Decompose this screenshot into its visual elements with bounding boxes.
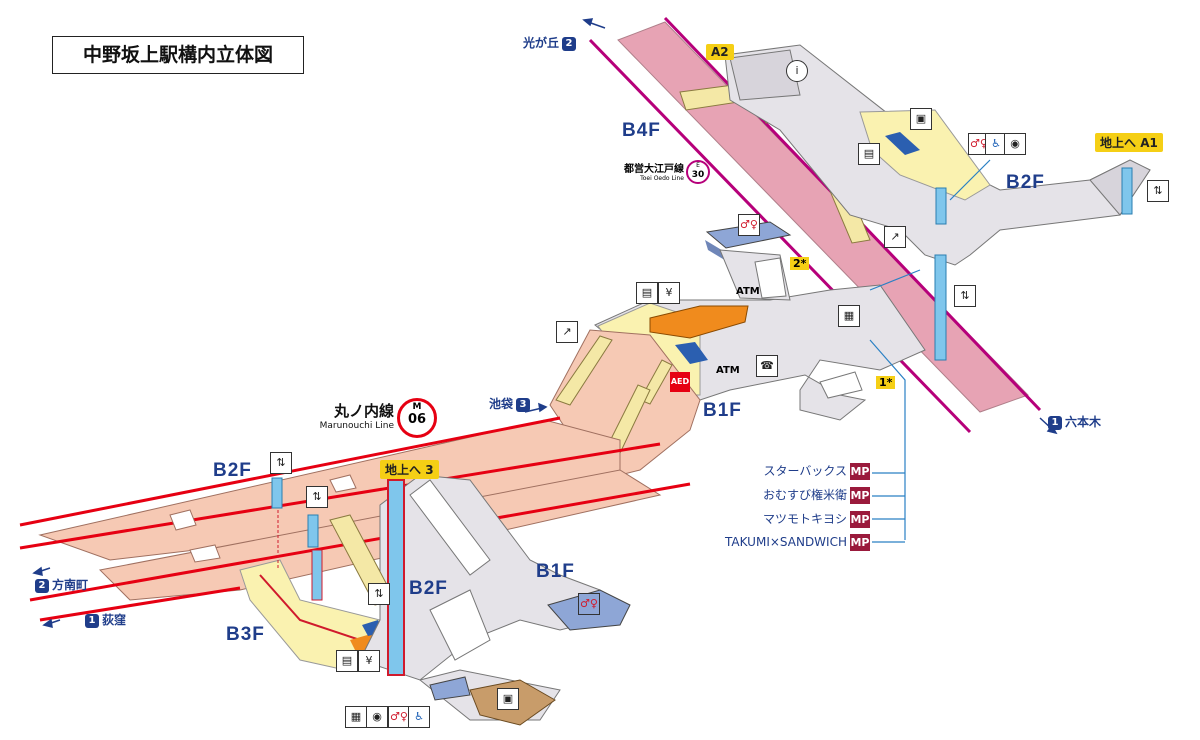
oedo-ticket-machines <box>885 132 920 155</box>
station-office-icon: ▣ <box>910 108 932 130</box>
marunouchi-b2f-concourse <box>329 474 601 721</box>
elevator-icon: ⇅ <box>270 452 292 474</box>
direction-hikarigaoka-label: 光が丘 <box>523 36 560 50</box>
fare-adjustment-icon: ¥ <box>358 650 380 672</box>
oedo-line-sub: Toei Oedo Line <box>640 175 684 182</box>
shop-badge: MP <box>850 534 870 551</box>
marker-2-star: 2* <box>790 257 810 270</box>
exit-a1-badge: 地上へ A1 <box>1095 133 1163 152</box>
floor-label-oedo-b4f: B4F <box>622 120 661 141</box>
marunouchi-line-label: 丸ノ内線 Marunouchi Line <box>318 400 394 431</box>
baby-icon: ◉ <box>1004 133 1026 155</box>
restroom-icon: ♂♀ <box>578 593 600 615</box>
exit-3-prefix: 地上へ <box>385 463 422 477</box>
direction-ikebukuro-label: 池袋 <box>489 397 514 411</box>
exit-3-label: 3 <box>425 463 434 477</box>
elevator-icon: ⇅ <box>1147 180 1169 202</box>
elevator-icon: ⇅ <box>306 486 328 508</box>
atm-label-1: ATM <box>736 286 760 297</box>
floor-label-marunouchi-mid-b2f: B2F <box>409 578 448 599</box>
ticket-machine-icon: ▤ <box>336 650 358 672</box>
ticket-machine-icon: ▤ <box>858 143 880 165</box>
coin-locker-icon: ▦ <box>838 305 860 327</box>
marunouchi-elevator-b2f-1 <box>271 477 283 509</box>
stair-lift-icon: ↗ <box>556 321 578 343</box>
marunouchi-code-letter: M <box>412 402 422 412</box>
elevator-icon: ⇅ <box>954 285 976 307</box>
oedo-line-name: 都営大江戸線 <box>624 164 684 175</box>
floor-label-oedo-b2f: B2F <box>1006 172 1045 193</box>
shop-leader-lines <box>869 159 991 543</box>
ticket-machine-icon: ▤ <box>636 282 658 304</box>
elevator-icon: ⇅ <box>368 583 390 605</box>
floor-label-marunouchi-b1f: B1F <box>536 561 575 582</box>
aed-icon: AED <box>670 372 690 392</box>
marunouchi-station-number-icon: M 06 <box>397 398 437 438</box>
direction-roppongi-label: 六本木 <box>1065 415 1102 429</box>
stair-lift-icon: ↗ <box>884 226 906 248</box>
direction-roppongi-num: 1 <box>1048 415 1062 430</box>
exit-a1-prefix: 地上へ <box>1100 136 1137 150</box>
oedo-line-label: 都営大江戸線 Toei Oedo Line <box>614 160 684 182</box>
coin-locker-icon: ▦ <box>345 706 367 728</box>
baby-icon: ◉ <box>366 706 388 728</box>
exit-a1-label: A1 <box>1140 136 1158 150</box>
direction-hikarigaoka-num: 2 <box>562 36 577 51</box>
shop-name: マツモトキヨシ <box>762 512 847 526</box>
marker-1-star: 1* <box>876 376 896 389</box>
oedo-code-number: 30 <box>691 170 705 180</box>
exit-3-badge: 地上へ 3 <box>380 460 439 479</box>
direction-ogikubo-label: 荻窪 <box>102 613 127 627</box>
restroom-icon: ♂♀ <box>968 133 990 155</box>
station-office-icon: ▣ <box>497 688 519 710</box>
marunouchi-line-sub: Marunouchi Line <box>319 421 394 431</box>
oedo-elevator-concourse <box>935 187 947 225</box>
map-title: 中野坂上駅構内立体図 <box>52 36 304 74</box>
floor-label-marunouchi-b3f: B3F <box>226 624 265 645</box>
floor-label-oedo-b1f: B1F <box>703 400 742 421</box>
shop-name: おむすび権米衛 <box>762 488 847 502</box>
exit-a2-badge: A2 <box>706 44 734 60</box>
accessible-icon: ♿ <box>408 706 430 728</box>
direction-ogikubo-num: 1 <box>85 613 99 628</box>
direction-honancho-num: 2 <box>35 578 49 593</box>
oedo-b2f-concourse <box>724 44 1151 266</box>
oedo-station-number-icon: E 30 <box>686 160 710 184</box>
direction-honancho-label: 方南町 <box>52 578 89 592</box>
oedo-b1f-stairs <box>719 249 863 399</box>
telephone-icon: ☎ <box>756 355 778 377</box>
restroom-icon: ♂♀ <box>388 706 410 728</box>
floor-label-marunouchi-b2f: B2F <box>213 460 252 481</box>
shop-badge: MP <box>850 487 870 504</box>
oedo-code-letter: E <box>696 162 700 169</box>
marunouchi-code-number: 06 <box>407 412 427 427</box>
information-icon: i <box>786 60 808 82</box>
marunouchi-elevator-b2f-2 <box>307 514 319 548</box>
shop-name: TAKUMI×SANDWICH <box>725 535 847 549</box>
marunouchi-line-name: 丸ノ内線 <box>333 402 394 420</box>
shop-badge: MP <box>850 511 870 528</box>
oedo-elevator-platform <box>934 254 947 361</box>
oedo-elevator-a1 <box>1121 167 1133 215</box>
atm-label-2: ATM <box>716 365 740 376</box>
marunouchi-elevator-main <box>387 479 405 676</box>
direction-ikebukuro-num: 3 <box>516 397 531 412</box>
marunouchi-elevator-b3f <box>311 549 323 601</box>
fare-adjustment-icon: ¥ <box>658 282 680 304</box>
shop-badge: MP <box>850 463 870 480</box>
restroom-icon: ♂♀ <box>738 214 760 236</box>
shop-name: スターバックス <box>763 464 847 478</box>
